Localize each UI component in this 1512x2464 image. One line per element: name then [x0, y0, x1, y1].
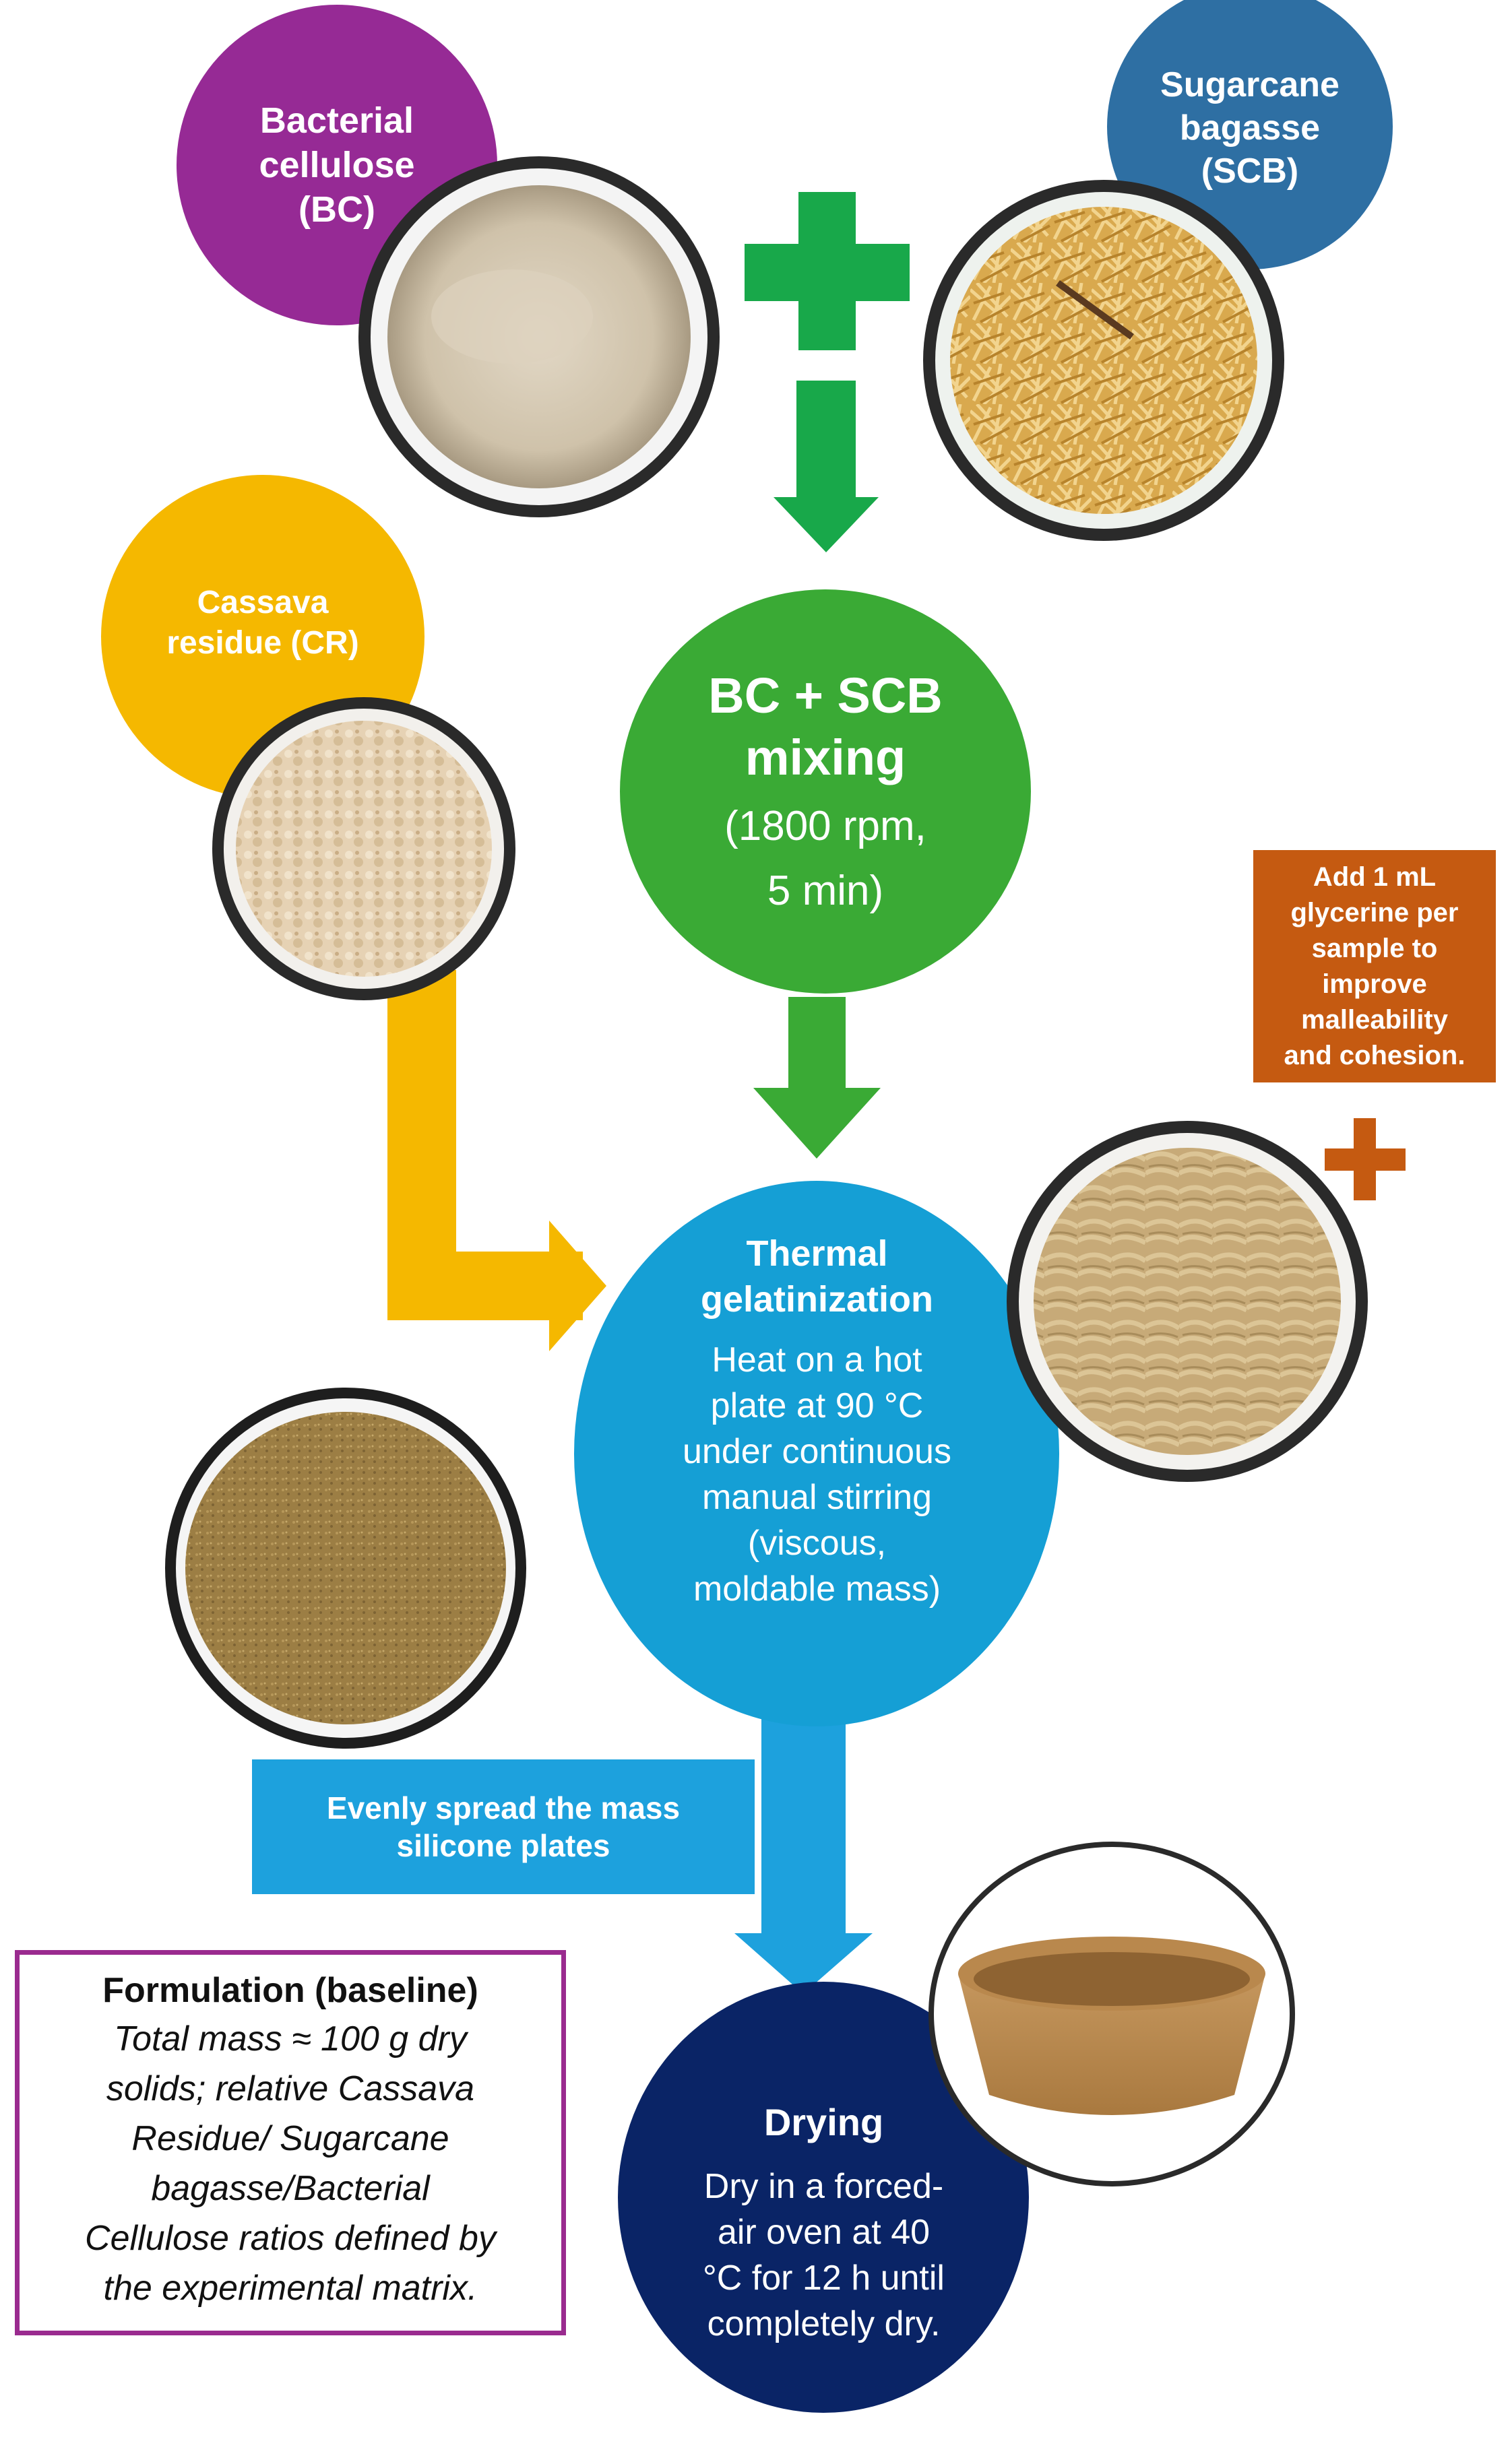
- glycerine-note-line-6: and cohesion.: [1284, 1040, 1466, 1070]
- scb-label-line-2: bagasse: [1179, 108, 1321, 148]
- drying-detail-line-2: air oven at 40: [717, 2213, 931, 2252]
- cr-sample-photo: [212, 697, 515, 1000]
- thermal-title-line-1: Thermal: [746, 1233, 888, 1274]
- thermal-detail-line-3: under continuous: [683, 1432, 951, 1471]
- formulation-line-1: Total mass ≈ 100 g dry: [114, 2019, 467, 2058]
- formulation-line-2: solids; relative Cassava: [106, 2069, 475, 2108]
- formulation-box: Formulation (baseline) Total mass ≈ 100 …: [15, 1950, 566, 2335]
- formulation-line-6: the experimental matrix.: [103, 2269, 478, 2308]
- bc-label-line-1: Bacterial: [259, 100, 414, 141]
- spread-note-line-1: Evenly spread the mass: [326, 1790, 681, 1825]
- drying-detail-line-4: completely dry.: [707, 2304, 941, 2343]
- mixing-detail-line-2: 5 min): [767, 868, 884, 914]
- molded-bowl-photo: [928, 1842, 1295, 2186]
- glycerine-note-line-4: improve: [1322, 969, 1427, 999]
- glycerine-note-line-1: Add 1 mL: [1313, 862, 1437, 892]
- thermal-detail-line-4: manual stirring: [701, 1478, 933, 1517]
- bc-sample-photo: [358, 156, 720, 517]
- formulation-title: Formulation (baseline): [102, 1971, 478, 2010]
- drying-title: Drying: [763, 2101, 884, 2143]
- thermal-detail-line-1: Heat on a hot: [712, 1340, 922, 1380]
- glycerine-note-line-2: glycerine per: [1290, 897, 1459, 928]
- drying-circle: [618, 1982, 1029, 2413]
- scb-label: Sugarcane bagasse (SCB): [1132, 61, 1368, 195]
- mixing-circle: [620, 589, 1031, 994]
- thermal-label: Thermal gelatinization Heat on a hot pla…: [606, 1212, 1028, 1630]
- arrow-yellow-l-shaped: [387, 970, 606, 1351]
- scb-label-line-3: (SCB): [1201, 152, 1299, 191]
- bc-label-line-2: cellulose: [259, 145, 415, 185]
- thermal-title-line-2: gelatinization: [700, 1279, 933, 1320]
- drying-detail-line-1: Dry in a forced-: [703, 2167, 944, 2206]
- dried-sheet-photo: [165, 1388, 526, 1749]
- formulation-line-3: Residue/ Sugarcane: [131, 2119, 449, 2158]
- mixing-label: BC + SCB mixing (1800 rpm, 5 min): [647, 640, 1004, 943]
- cr-label: Cassava residue (CR): [135, 576, 391, 670]
- cr-label-line-1: Cassava: [197, 585, 329, 620]
- glycerine-note: Add 1 mL glycerine per sample to improve…: [1253, 850, 1496, 1082]
- spread-note-line-2: silicone plates: [396, 1828, 610, 1863]
- scb-sample-photo: [923, 180, 1284, 541]
- arrow-down-green-1: [774, 381, 879, 552]
- bc-label-line-3: (BC): [298, 189, 375, 230]
- drying-detail-line-3: °C for 12 h until: [703, 2259, 945, 2298]
- mixing-title-line-1: BC + SCB: [708, 668, 943, 723]
- formulation-line-5: Cellulose ratios defined by: [85, 2219, 496, 2258]
- mixing-detail-line-1: (1800 rpm,: [724, 803, 926, 849]
- thermal-detail-line-2: plate at 90 °C: [710, 1386, 924, 1425]
- formulation-body: Total mass ≈ 100 g dry solids; relative …: [30, 2014, 550, 2313]
- glycerine-note-line-5: malleability: [1301, 1004, 1448, 1035]
- gelatinized-mass-photo: [1007, 1121, 1368, 1482]
- glycerine-note-line-3: sample to: [1311, 933, 1438, 963]
- mixing-title-line-2: mixing: [745, 730, 906, 785]
- plus-icon-green: [745, 192, 910, 350]
- drying-label: Drying Dry in a forced- air oven at 40 °…: [647, 2081, 1001, 2364]
- arrow-down-green-2: [753, 997, 881, 1159]
- bc-label: Bacterial cellulose (BC): [222, 98, 451, 232]
- plus-icon-orange: [1325, 1118, 1406, 1200]
- spread-note: Evenly spread the mass silicone plates: [252, 1759, 755, 1894]
- thermal-detail-line-5: (viscous,: [747, 1524, 887, 1563]
- scb-label-line-1: Sugarcane: [1160, 65, 1340, 104]
- arrow-down-blue: [734, 1716, 873, 1994]
- thermal-circle: [574, 1181, 1059, 1726]
- formulation-line-4: bagasse/Bacterial: [151, 2169, 430, 2208]
- cr-label-line-2: residue (CR): [166, 625, 359, 661]
- thermal-detail-line-6: moldable mass): [693, 1569, 941, 1609]
